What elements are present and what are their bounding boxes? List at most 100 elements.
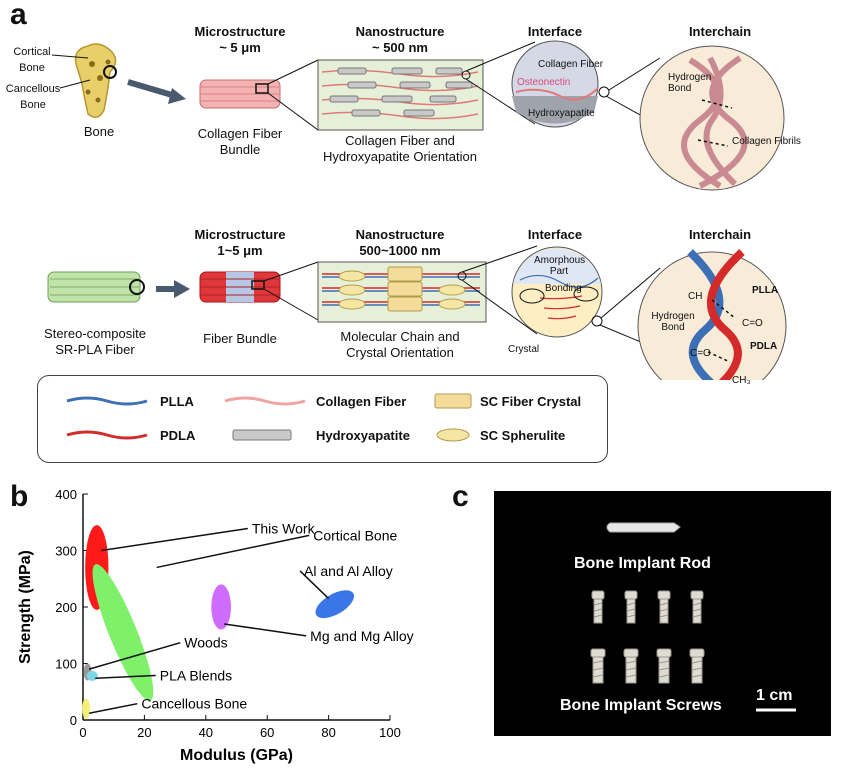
leader-woods [88,641,181,670]
co-text-1: C=O [742,318,763,329]
bone-label: Bone [83,124,115,139]
legend-plla-swatch [66,396,148,406]
label-pla-blends: PLA Blends [160,667,232,683]
collagen-bundle-label: Collagen Fiber Bundle [197,126,283,157]
legend-pdla-swatch [66,430,148,440]
watermark: 头条 @EngineeringForLife [560,745,760,764]
collagen-fiber-text: Collagen Fiber [538,59,604,70]
y-tick-label: 100 [55,657,77,672]
label-this-work: This Work [252,521,316,537]
y-tick-label: 400 [55,487,77,502]
x-tick-label: 0 [79,725,86,740]
leader-cancellous-bone [88,702,138,714]
leader-pla-blends [95,674,156,679]
ch-text: CH [688,291,703,302]
panel-c-letter: c [452,480,469,513]
interchain-circle-bone [639,45,785,191]
amorphous-text: Amorphous Part [534,255,586,277]
interchain-circle-pla [637,249,787,380]
legend-ha-swatch [232,429,292,441]
collagen-fibrils-text: Collagen Fibrils [732,136,801,147]
ellipse-pla-blends [86,670,98,682]
micro-header-2: Microstructure 1~5 μm [194,227,286,258]
leader-al-and-al-alloy [299,570,330,600]
implant-photo: Bone Implant Rod Bone Implant Screws 1 c… [494,491,831,736]
nano-label-2: Molecular Chain and Crystal Orientation [340,329,460,360]
legend-sc-fiber-label: SC Fiber Crystal [480,394,582,409]
screws-label: Bone Implant Screws [560,697,722,714]
cancellous-bone-label: Cancellous Bone [5,83,61,111]
micro-header-1: Microstructure ~ 5 μm [194,24,286,55]
cortical-bone-label: Cortical Bone [13,46,51,74]
crystal-text: Crystal [508,344,540,355]
nanostructure-box-bone [317,59,484,131]
hydrogen-bond-text-2: Hydrogen Bond [651,311,695,333]
ch3-text: CH₃ [732,375,751,386]
x-tick-label: 20 [137,725,151,740]
nano-header-2: Nanostructure 500~1000 nm [355,227,445,258]
y-axis-title: Strength (MPa) [17,550,34,664]
interchain-header-1: Interchain [688,24,752,39]
implant-screws [590,590,705,684]
legend-collagen-label: Collagen Fiber [316,394,407,409]
ellipse-mg-and-mg-alloy [211,584,231,630]
interface-circle-bone [511,40,610,128]
hydrogen-bond-text-1: Hydrogen Bond [668,72,712,94]
pdla-chain-text: PDLA [750,341,778,352]
ellipse-cancellous-bone [82,698,91,719]
rod-label: Bone Implant Rod [574,555,711,572]
implant-photo-graphics [590,522,796,712]
panel-a-letter: a [10,0,27,31]
bone-illustration [51,43,117,118]
scale-bar-label: 1 cm [756,687,793,704]
y-tick-label: 0 [70,713,77,728]
hydroxyapatite-text: Hydroxyapatite [528,108,595,119]
label-cancellous-bone: Cancellous Bone [141,696,247,712]
legend-pdla-label: PDLA [160,428,196,443]
nanostructure-box-pla [317,261,487,323]
fiber-bundle [199,271,281,303]
label-mg-and-mg-alloy: Mg and Mg Alloy [310,628,414,644]
label-al-and-al-alloy: Al and Al Alloy [304,563,393,579]
plla-chain-text: PLLA [752,285,779,296]
implant-rod [606,522,681,533]
co-text-2: C=O [690,348,711,359]
leader-mg-and-mg-alloy [224,623,307,637]
collagen-fiber-bundle [199,79,281,109]
legend-box [37,375,608,463]
x-tick-label: 40 [199,725,213,740]
ellipse-cortical-bone [92,564,154,701]
sr-fiber-label: Stereo-composite SR-PLA Fiber [44,326,146,357]
panel-b-letter: b [10,480,29,513]
x-tick-label: 60 [260,725,274,740]
legend-plla-label: PLLA [160,394,194,409]
sr-pla-fiber [47,271,145,303]
legend-swatches [66,393,472,442]
nano-header-1: Nanostructure ~ 500 nm [355,24,445,55]
legend-sc-spherulite-label: SC Spherulite [480,428,566,443]
y-tick-label: 300 [55,544,77,559]
interface-header-1: Interface [527,24,583,39]
y-tick-label: 200 [55,600,77,615]
bonding-text: Bonding [545,283,582,294]
x-tick-label: 100 [379,725,401,740]
legend-collagen-swatch [224,396,306,406]
legend-sc-fiber-swatch [434,393,472,409]
ellipse-al-and-al-alloy [315,590,355,619]
leader-cortical-bone [156,534,310,569]
x-axis-title: Modulus (GPa) [180,747,293,764]
x-tick-label: 80 [321,725,335,740]
interface-header-2: Interface [527,227,583,242]
leader-this-work [101,527,248,552]
legend-spherulite-swatch [436,428,470,442]
nano-label-1: Collagen Fiber and Hydroxyapatite Orient… [323,133,477,164]
panel-a-graphics [47,40,787,380]
interchain-header-2: Interchain [688,227,752,242]
osteonectin-text: Osteonectin [517,77,571,88]
interface-circle-pla [511,246,603,338]
label-cortical-bone: Cortical Bone [313,527,397,543]
fiber-bundle-label: Fiber Bundle [203,331,277,346]
legend-ha-label: Hydroxyapatite [316,428,410,443]
label-woods: Woods [184,635,227,651]
